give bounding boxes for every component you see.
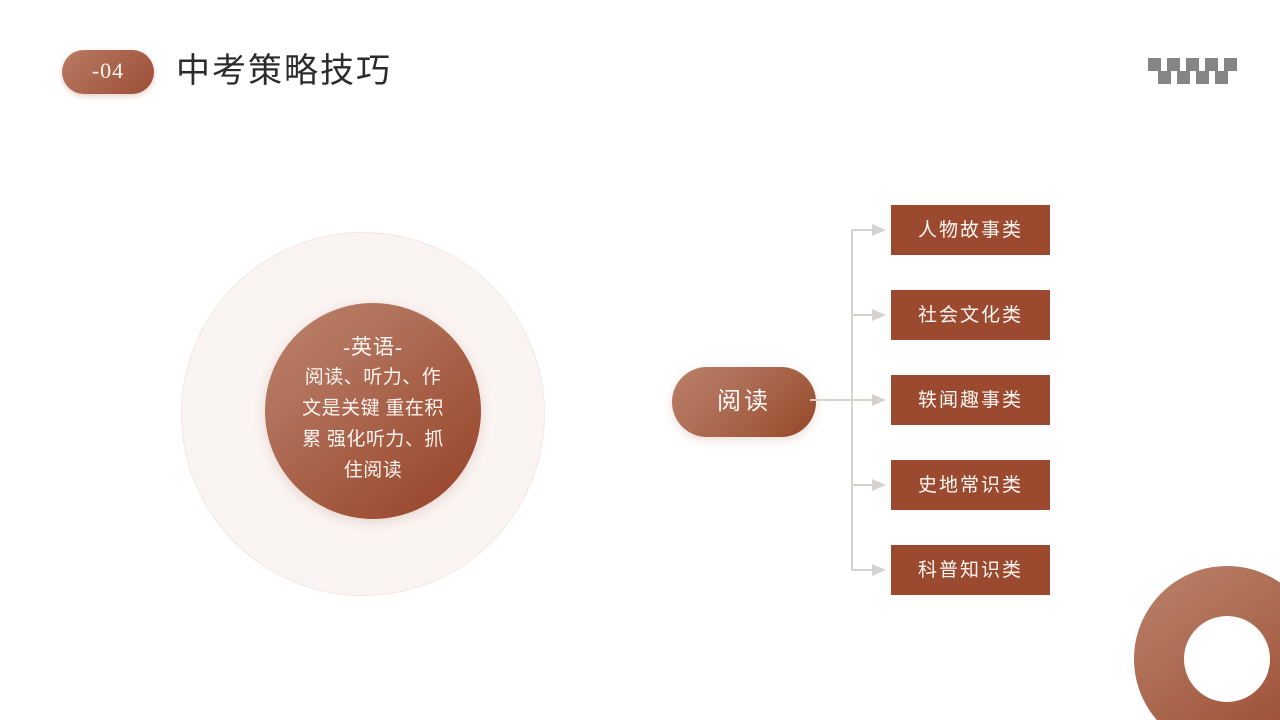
subject-description-line: 文是关键 重在积	[302, 398, 444, 419]
checker-square	[1205, 58, 1218, 71]
branch-node-label: 史地常识类	[917, 474, 1023, 496]
checker-square	[1177, 71, 1190, 84]
checker-square	[1196, 71, 1209, 84]
branch-node-2[interactable]: 社会文化类	[891, 290, 1050, 340]
donut-ring-deco-icon	[1134, 566, 1280, 720]
page-title: 中考策略技巧	[176, 53, 392, 90]
checker-square	[1224, 58, 1237, 71]
branch-node-label: 人物故事类	[917, 219, 1023, 241]
branch-node-4[interactable]: 史地常识类	[891, 460, 1050, 510]
subject-description-line: 阅读、听力、作	[304, 367, 442, 388]
slide-header: -04 中考策略技巧	[0, 0, 1280, 140]
branch-root-node[interactable]: 阅读	[672, 367, 816, 437]
checker-square	[1158, 71, 1171, 84]
checker-square	[1148, 58, 1161, 71]
branch-connector-lines	[810, 224, 886, 576]
branch-node-label: 轶闻趣事类	[917, 389, 1023, 411]
checker-square	[1167, 58, 1180, 71]
branch-node-5[interactable]: 科普知识类	[891, 545, 1050, 595]
checker-square	[1215, 71, 1228, 84]
checker-square	[1186, 58, 1199, 71]
subject-circle: -英语- 阅读、听力、作 文是关键 重在积 累 强化听力、抓 住阅读	[265, 303, 481, 519]
subject-description-line: 累 强化听力、抓	[302, 429, 444, 450]
subject-description: 阅读、听力、作 文是关键 重在积 累 强化听力、抓 住阅读	[302, 362, 444, 486]
subject-description-line: 住阅读	[343, 460, 403, 481]
branch-node-label: 社会文化类	[917, 304, 1023, 326]
section-number-badge: -04	[62, 50, 154, 94]
section-number-label: -04	[91, 58, 125, 83]
branch-root-label: 阅读	[717, 389, 771, 415]
branch-node-1[interactable]: 人物故事类	[891, 205, 1050, 255]
branch-node-3[interactable]: 轶闻趣事类	[891, 375, 1050, 425]
subject-title: -英语-	[343, 335, 403, 359]
checkerboard-deco-icon	[1148, 58, 1238, 86]
branch-node-label: 科普知识类	[917, 559, 1023, 581]
